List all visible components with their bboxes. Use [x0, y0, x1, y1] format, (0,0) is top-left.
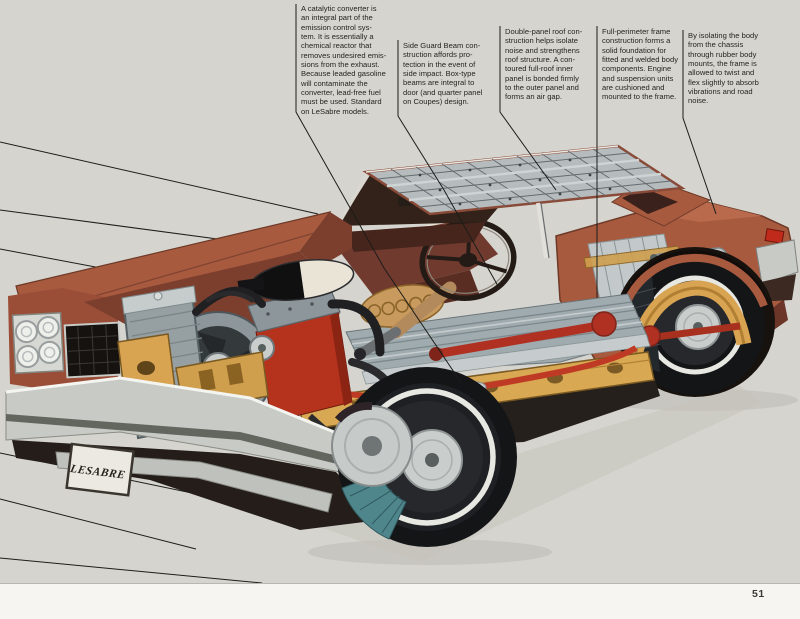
front-bumper: LESABRE	[5, 376, 380, 530]
b-pillar	[536, 202, 548, 259]
rear-bumper	[755, 239, 799, 285]
annotation-leader-lines	[295, 4, 717, 385]
leader-double-panel-roof	[499, 26, 557, 191]
dashboard	[344, 222, 486, 252]
quarter-window	[622, 188, 678, 214]
leader-catalytic-converter	[295, 4, 463, 385]
leader-body-mounts	[682, 30, 717, 215]
annotation-catalytic-converter: A catalytic converter is an integral par…	[301, 4, 387, 116]
annotation-side-guard-beam: Side Guard Beam con- struction affords p…	[403, 41, 483, 107]
car-cutaway-illustration: LESABRE	[0, 4, 799, 583]
front-tire-cut-section	[341, 473, 407, 540]
annotation-full-perimeter-frame: Full-perimeter frame construction forms …	[602, 27, 678, 102]
license-plate: LESABRE	[65, 442, 135, 497]
engine-block	[247, 287, 353, 423]
rear-axle	[647, 322, 741, 342]
grille	[63, 321, 123, 379]
driveshaft	[429, 311, 617, 361]
a-pillar	[334, 169, 372, 229]
annotation-body-mounts: By isolating the body from the chassis t…	[688, 31, 759, 106]
front-wheel	[331, 367, 517, 547]
air-cleaner	[237, 259, 355, 301]
headlights	[11, 311, 65, 375]
rear-wheel	[615, 247, 775, 397]
cutaway-artwork-area: LESABRE	[0, 0, 800, 584]
tail-light	[764, 228, 785, 245]
page-number: 51	[752, 588, 765, 600]
leader-side-guard-beam	[397, 40, 499, 287]
roof-rivets	[418, 158, 612, 206]
annotation-double-panel-roof: Double-panel roof con- struction helps i…	[505, 27, 583, 102]
